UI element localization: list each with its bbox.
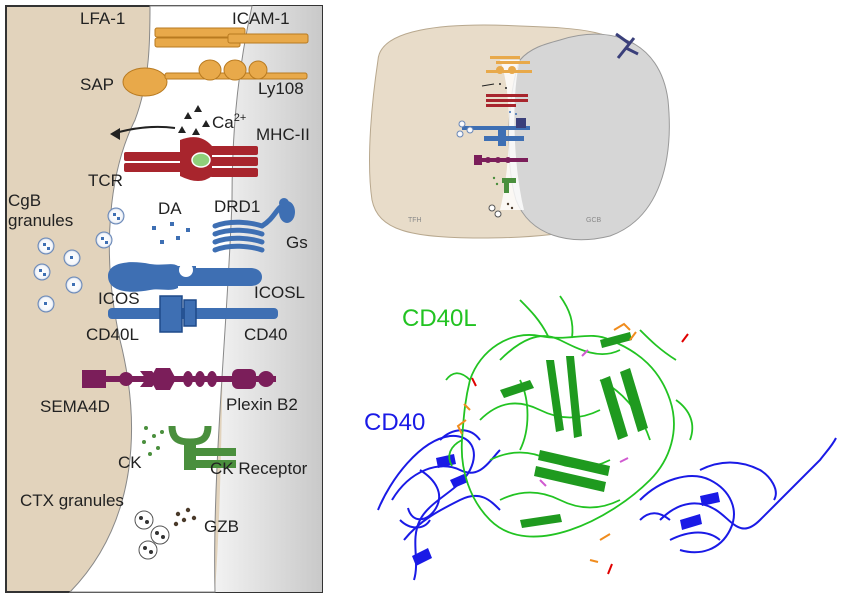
cell-overview: TFH GCB bbox=[369, 24, 670, 241]
label-ly108: Ly108 bbox=[258, 79, 304, 98]
label-ck-receptor: CK Receptor bbox=[210, 459, 308, 478]
label-cd40: CD40 bbox=[244, 325, 287, 344]
antibody-icon bbox=[615, 32, 639, 59]
tcr-mhc2-shape bbox=[124, 137, 258, 181]
cd40l-trimer bbox=[445, 295, 694, 538]
label-cd40-structure: CD40 bbox=[364, 409, 425, 436]
label-sap: SAP bbox=[80, 75, 114, 94]
label-cd40l: CD40L bbox=[86, 325, 139, 344]
label-da: DA bbox=[158, 199, 182, 218]
label-tfh: TFH bbox=[408, 217, 422, 224]
cd40l-cd40-shape bbox=[108, 295, 278, 333]
drd1-gs-shape bbox=[212, 198, 295, 253]
label-gs: Gs bbox=[286, 233, 308, 252]
ctx-granules bbox=[134, 510, 170, 560]
label-drd1: DRD1 bbox=[214, 197, 260, 216]
icos-icosl-shape bbox=[108, 262, 262, 292]
ck-receptor-shape bbox=[142, 425, 236, 470]
cd40-left-chain bbox=[377, 429, 501, 581]
label-icosl: ICOSL bbox=[254, 283, 305, 302]
side-chains bbox=[456, 322, 689, 575]
gzb-dots bbox=[173, 507, 197, 527]
label-cgb-1: CgB bbox=[8, 191, 41, 210]
cd40-right-chain bbox=[639, 437, 837, 554]
label-mhc2: MHC-II bbox=[256, 125, 310, 144]
label-cd40l-structure: CD40L bbox=[402, 305, 477, 332]
label-plexinb2: Plexin B2 bbox=[226, 395, 298, 414]
label-gcb: GCB bbox=[586, 217, 602, 224]
label-lfa1: LFA-1 bbox=[80, 9, 125, 28]
synapse-panel: LFA-1 ICAM-1 SAP Ly108 Ca2+ MHC-II TCR C… bbox=[5, 5, 323, 593]
dopamine-dots bbox=[152, 222, 190, 244]
cd40l-sheets bbox=[500, 332, 648, 528]
gcb-cell bbox=[508, 33, 670, 241]
label-ck: CK bbox=[118, 453, 142, 472]
label-ctx: CTX granules bbox=[20, 491, 124, 510]
label-ca: Ca2+ bbox=[212, 112, 246, 132]
label-icam1: ICAM-1 bbox=[232, 9, 290, 28]
label-cgb-2: granules bbox=[8, 211, 73, 230]
lfa1-icam1-shape bbox=[154, 27, 309, 48]
label-tcr: TCR bbox=[88, 171, 123, 190]
label-sema4d: SEMA4D bbox=[40, 397, 110, 416]
cd40-right-sheets bbox=[680, 492, 720, 530]
cd40-left-sheets bbox=[412, 454, 468, 566]
sap-ly108-shape bbox=[122, 59, 308, 97]
mini-molecules bbox=[456, 56, 532, 218]
label-icos: ICOS bbox=[98, 289, 140, 308]
calcium-signal bbox=[110, 105, 210, 140]
label-gzb: GZB bbox=[204, 517, 239, 536]
sema4d-plexinb2-shape bbox=[82, 368, 276, 390]
protein-structure: CD40L CD40 bbox=[364, 295, 837, 581]
cgb-granules bbox=[33, 207, 125, 313]
